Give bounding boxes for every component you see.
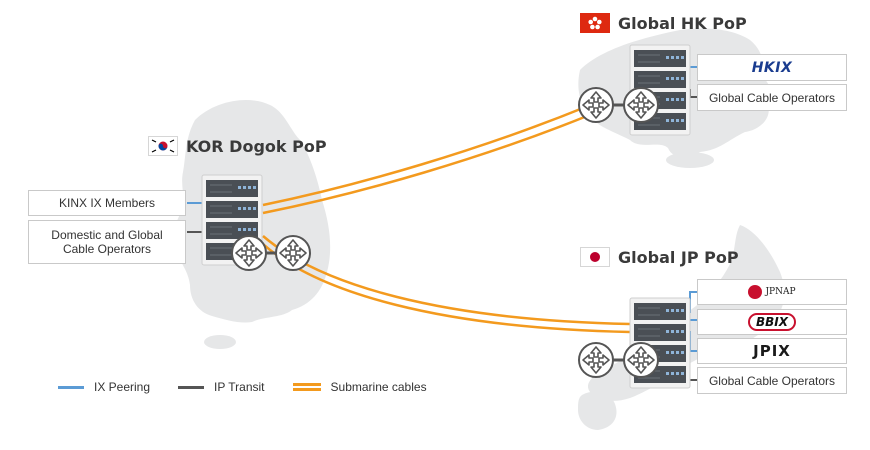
hkix-logo: HKIX [751,59,793,76]
hk-router-2 [623,87,659,123]
japan-flag-icon [580,247,610,267]
bbix-logo-box: BBIX [697,309,847,335]
kor-pop-label: KOR Dogok PoP [186,136,327,156]
kor-router-1 [231,235,267,271]
kinx-ix-members-box: KINX IX Members [28,190,186,216]
ix-peering-swatch [58,385,84,389]
jpix-logo-box: JPIX [697,338,847,364]
submarine-swatch [292,383,321,391]
hk-router-1 [578,87,614,123]
kor-pop-title: KOR Dogok PoP [148,136,327,156]
hk-pop-title: Global HK PoP [580,13,747,33]
jp-pop-title: Global JP PoP [580,247,739,267]
hkix-logo-box: HKIX [697,54,847,81]
jp-router-1 [578,342,614,378]
legend-submarine: Submarine cables [292,380,427,394]
hk-global-cable-operators-box: Global Cable Operators [697,84,847,111]
jp-router-2 [623,342,659,378]
hong-kong-flag-icon [580,13,610,33]
ip-transit-swatch [178,385,205,389]
jp-pop-label: Global JP PoP [618,247,739,267]
hk-island [666,152,714,168]
jeju-island [204,335,236,349]
jpix-logo: JPIX [753,342,791,360]
submarine-cable-kor-hk [262,112,593,215]
jp-global-cable-operators-box: Global Cable Operators [697,367,847,394]
south-korea-flag-icon [148,136,178,156]
bbix-logo: BBIX [747,313,796,331]
legend-ix-peering-label: IX Peering [94,380,151,394]
jp-operators-label: Global Cable Operators [708,373,836,388]
domestic-global-operators-box: Domestic and Global Cable Operators [28,220,186,264]
operators-label-line2: Cable Operators [62,242,152,256]
kor-router-2 [275,235,311,271]
hk-operators-label: Global Cable Operators [708,90,836,105]
legend: IX Peering IP Transit Submarine cables [58,380,427,394]
legend-ip-transit: IP Transit [178,380,265,394]
kyushu-map [578,391,617,430]
legend-ip-transit-label: IP Transit [214,380,265,394]
submarine-cable-kor-hk [262,104,589,207]
jpnap-logo-box: JPNAP [697,279,847,305]
operators-label-line1: Domestic and Global [51,228,163,242]
legend-submarine-label: Submarine cables [330,380,427,394]
kinx-ix-members-label: KINX IX Members [58,196,156,210]
legend-ix-peering: IX Peering [58,380,150,394]
hk-pop-label: Global HK PoP [618,13,747,33]
jpnap-logo-mark [748,285,763,299]
jpnap-logo: JPNAP [765,287,796,297]
